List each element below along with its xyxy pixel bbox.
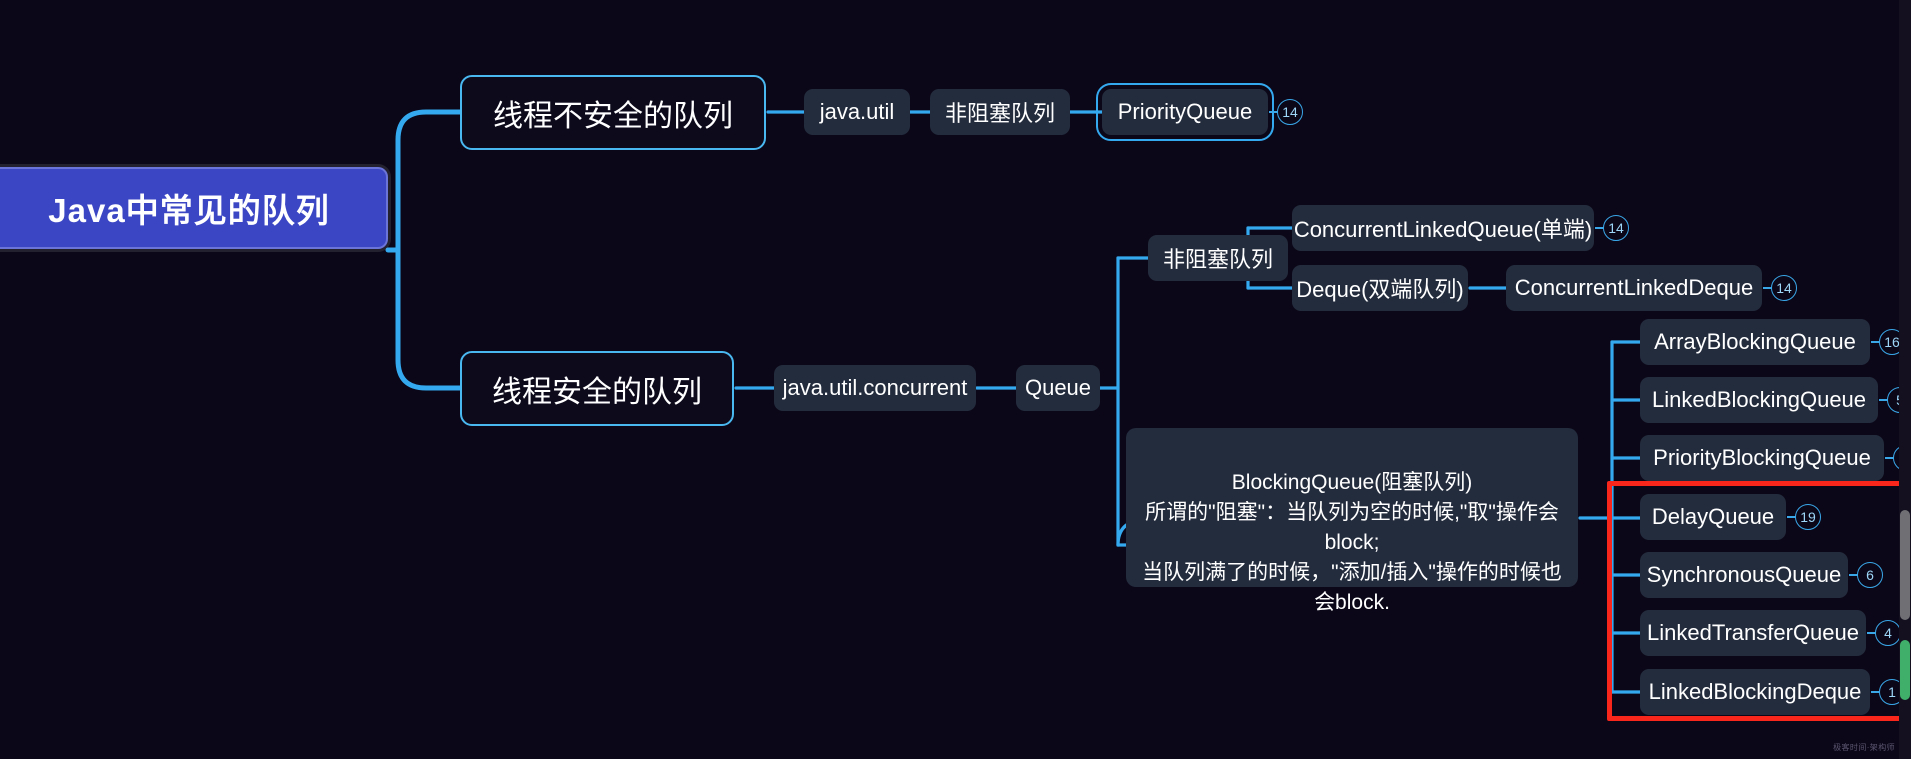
badge-blocking-queue-item[interactable]: 4	[1875, 620, 1901, 646]
badge-concurrent-linked-queue[interactable]: 14	[1603, 215, 1629, 241]
badge-stub-blocking-queue-item	[1879, 399, 1888, 401]
node-blocking-queue-item[interactable]: SynchronousQueue	[1640, 552, 1848, 598]
node-java-util-label: java.util	[819, 99, 895, 124]
badge-blocking-queue-item[interactable]: 6	[1857, 562, 1883, 588]
badge-concurrent-linked-deque-value: 14	[1776, 280, 1792, 296]
node-blocking-queue-item-label: ArrayBlockingQueue	[1654, 329, 1856, 354]
node-nonblocking-queue-mid-label: 非阻塞队列	[1162, 247, 1273, 272]
badge-stub-blocking-queue-item	[1867, 632, 1876, 634]
node-blocking-queue-item-label: LinkedBlockingQueue	[1651, 387, 1867, 412]
badge-blocking-queue-item-value: 16	[1884, 334, 1900, 350]
badge-blocking-queue-item-value: 1	[1888, 684, 1896, 700]
badge-priority-queue[interactable]: 14	[1277, 99, 1303, 125]
node-concurrent-linked-deque[interactable]: ConcurrentLinkedDeque	[1506, 265, 1762, 311]
badge-concurrent-linked-deque[interactable]: 14	[1771, 275, 1797, 301]
node-java-util[interactable]: java.util	[804, 89, 910, 135]
branch-node-thread-safe[interactable]: 线程安全的队列	[460, 351, 734, 426]
node-queue-label: Queue	[1024, 375, 1092, 400]
node-blocking-queue-description[interactable]: BlockingQueue(阻塞队列) 所谓的"阻塞"：当队列为空的时候,"取"…	[1126, 428, 1578, 614]
node-nonblocking-queue-top-label: 非阻塞队列	[944, 101, 1055, 126]
node-concurrent-linked-queue[interactable]: ConcurrentLinkedQueue(单端)	[1292, 205, 1594, 251]
node-concurrent-linked-queue-label: ConcurrentLinkedQueue(单端)	[1293, 217, 1593, 242]
node-priority-queue-label: PriorityQueue	[1117, 99, 1253, 124]
vertical-scrollbar-thumb-secondary[interactable]	[1900, 640, 1910, 700]
branch-node-thread-unsafe-label: 线程不安全的队列	[493, 99, 733, 133]
node-deque[interactable]: Deque(双端队列)	[1292, 265, 1468, 311]
badge-priority-queue-value: 14	[1282, 104, 1298, 120]
branch-node-thread-safe-label: 线程安全的队列	[492, 375, 702, 409]
node-java-util-concurrent-label: java.util.concurrent	[782, 375, 968, 400]
vertical-scrollbar-track[interactable]	[1899, 0, 1911, 759]
node-concurrent-linked-deque-label: ConcurrentLinkedDeque	[1514, 275, 1754, 300]
node-blocking-queue-item[interactable]: LinkedTransferQueue	[1640, 610, 1866, 656]
node-nonblocking-queue-top[interactable]: 非阻塞队列	[930, 89, 1070, 135]
badge-stub-blocking-queue-item	[1849, 574, 1858, 576]
node-blocking-queue-item[interactable]: ArrayBlockingQueue	[1640, 319, 1870, 365]
badge-concurrent-linked-queue-value: 14	[1608, 220, 1624, 236]
badge-blocking-queue-item[interactable]: 19	[1795, 504, 1821, 530]
node-blocking-queue-description-label: BlockingQueue(阻塞队列) 所谓的"阻塞"：当队列为空的时候,"取"…	[1142, 471, 1562, 614]
node-blocking-queue-item-label: SynchronousQueue	[1646, 562, 1842, 587]
watermark-label: 极客时间·架构师	[1833, 743, 1895, 752]
badge-blocking-queue-item-value: 19	[1800, 509, 1816, 525]
node-nonblocking-queue-mid[interactable]: 非阻塞队列	[1148, 235, 1288, 281]
node-blocking-queue-item-label: PriorityBlockingQueue	[1653, 445, 1871, 470]
badge-stub-concurrent-linked-queue	[1595, 227, 1604, 229]
badge-stub-blocking-queue-item	[1885, 457, 1894, 459]
node-blocking-queue-item[interactable]: PriorityBlockingQueue	[1640, 435, 1884, 481]
node-deque-label: Deque(双端队列)	[1296, 277, 1464, 302]
node-java-util-concurrent[interactable]: java.util.concurrent	[774, 365, 976, 411]
badge-stub-blocking-queue-item	[1787, 516, 1796, 518]
badge-stub-blocking-queue-item	[1871, 341, 1880, 343]
node-blocking-queue-item[interactable]: DelayQueue	[1640, 494, 1786, 540]
node-queue[interactable]: Queue	[1016, 365, 1100, 411]
badge-stub-blocking-queue-item	[1871, 691, 1880, 693]
node-blocking-queue-item[interactable]: LinkedBlockingDeque	[1640, 669, 1870, 715]
branch-node-thread-unsafe[interactable]: 线程不安全的队列	[460, 75, 766, 150]
root-node[interactable]: Java中常见的队列	[0, 167, 388, 249]
node-priority-queue[interactable]: PriorityQueue	[1096, 83, 1274, 141]
badge-stub-priority-queue	[1269, 111, 1278, 113]
badge-stub-concurrent-linked-deque	[1763, 287, 1772, 289]
root-node-label: Java中常见的队列	[48, 192, 330, 229]
node-blocking-queue-item-label: LinkedBlockingDeque	[1648, 679, 1862, 704]
badge-blocking-queue-item-value: 4	[1884, 625, 1892, 641]
node-blocking-queue-item-label: DelayQueue	[1651, 504, 1775, 529]
badge-blocking-queue-item-value: 6	[1866, 567, 1874, 583]
node-blocking-queue-item-label: LinkedTransferQueue	[1647, 620, 1859, 645]
node-blocking-queue-item[interactable]: LinkedBlockingQueue	[1640, 377, 1878, 423]
vertical-scrollbar-thumb[interactable]	[1900, 510, 1910, 620]
